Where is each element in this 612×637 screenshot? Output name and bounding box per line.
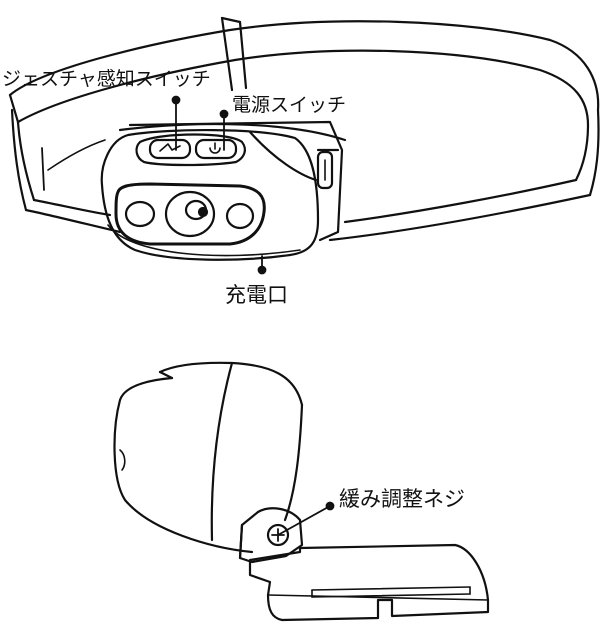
lamp-housing — [100, 120, 344, 261]
leader-gesture-dot — [171, 95, 181, 105]
leader-charge-dot — [257, 265, 267, 275]
callout-leaders — [171, 95, 267, 275]
label-gesture-switch: ジェスチャ感知スイッチ — [2, 68, 211, 90]
leader-power-dot — [219, 109, 229, 119]
label-power-switch: 電源スイッチ — [232, 94, 347, 116]
label-charging-port: 充電口 — [225, 283, 288, 307]
headband — [8, 16, 600, 242]
lamp-side-view — [113, 361, 490, 622]
callout-leader-screw — [277, 501, 335, 536]
label-loosen-screw: 緩み調整ネジ — [339, 487, 465, 511]
